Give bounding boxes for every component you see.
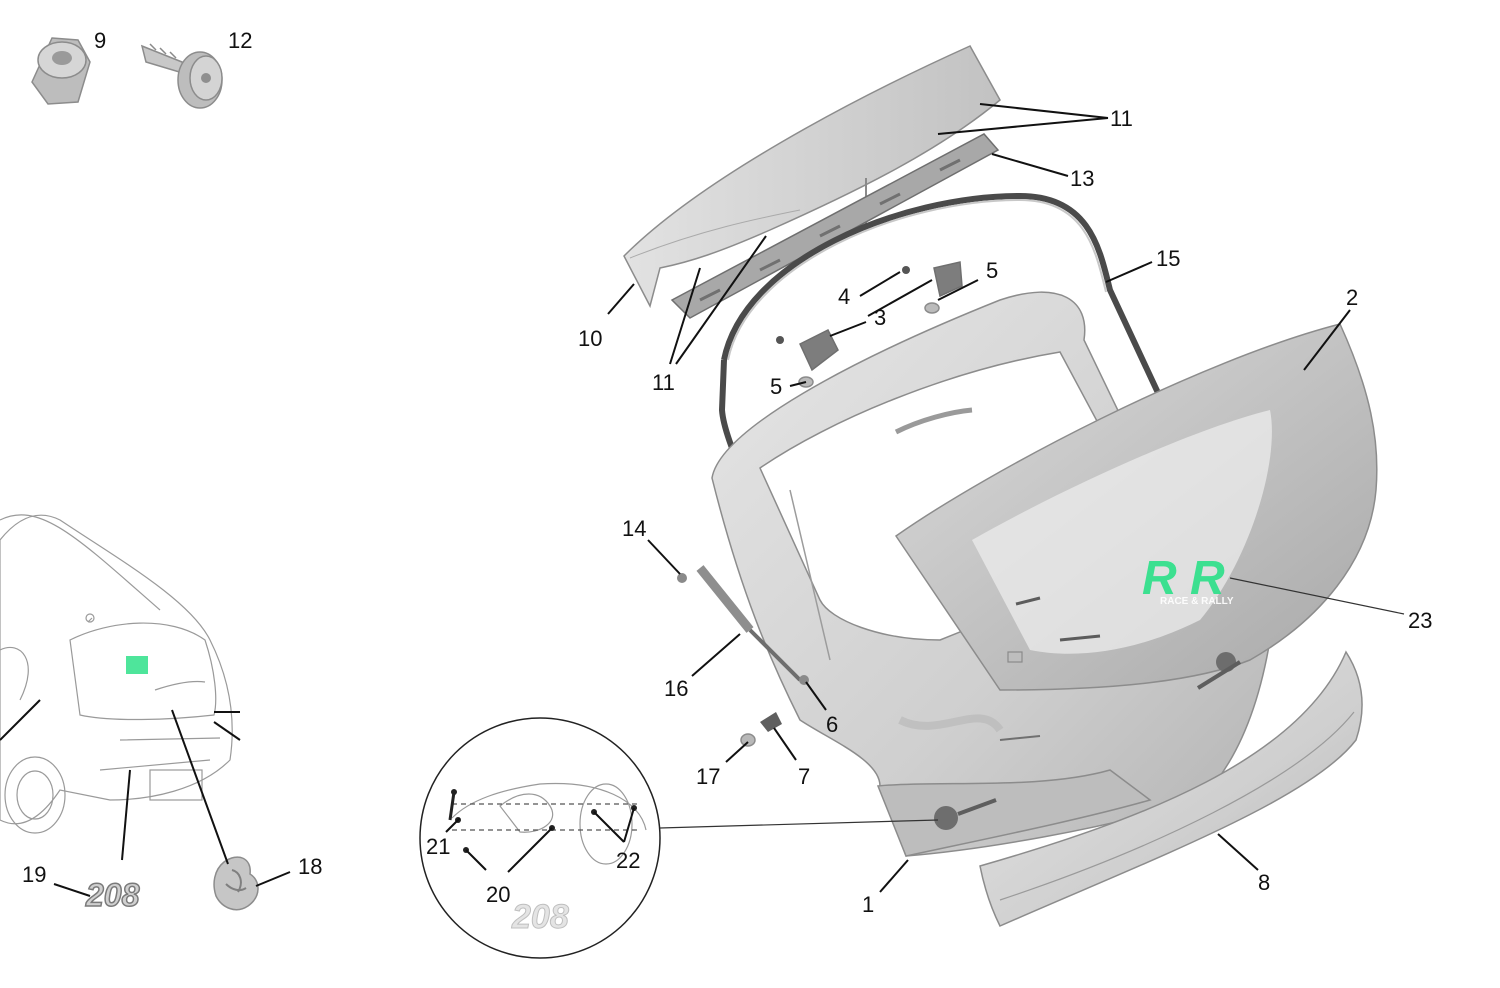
callout-4: 4: [838, 284, 850, 309]
callout-9: 9: [94, 28, 106, 53]
lower-trim-part: [979, 650, 1363, 927]
callout-21: 21: [426, 834, 450, 859]
screw-part: [140, 43, 223, 109]
callout-22: 22: [616, 848, 640, 873]
detail-inset: 208: [419, 717, 661, 959]
callout-1: 1: [862, 892, 874, 917]
callout-18: 18: [298, 854, 322, 879]
callout-2: 2: [1346, 285, 1358, 310]
callout-23: 23: [1408, 608, 1432, 633]
callout-20: 20: [486, 882, 510, 907]
car-rear-view-sketch: [0, 514, 233, 834]
race-rally-watermark: R R RACE & RALLY: [1142, 552, 1234, 607]
callout-14: 14: [622, 516, 646, 541]
callout-17: 17: [696, 764, 720, 789]
gas-strut-part: [677, 565, 809, 685]
detail-badge-text: 208: [511, 898, 569, 936]
lion-emblem-part: [213, 856, 259, 911]
callout-5-left: 5: [770, 374, 782, 399]
hinge-part: [776, 261, 963, 388]
third-brake-light-part: [670, 133, 1000, 319]
callout-8: 8: [1258, 870, 1270, 895]
callout-labels: 9 12 11 13 10 11 15 5 4 3 5 2 14 23 16 6…: [22, 28, 1432, 917]
callout-15: 15: [1156, 246, 1180, 271]
callout-11-top: 11: [1110, 106, 1133, 131]
callout-10: 10: [578, 326, 602, 351]
model-badge-part: 208: [84, 876, 140, 914]
watermark-tagline: RACE & RALLY: [1160, 596, 1234, 607]
callout-19: 19: [22, 862, 46, 887]
detail-connector-line: [659, 819, 939, 829]
model-badge-text: 208: [85, 877, 140, 913]
watermark-mark: R R: [1142, 552, 1225, 605]
lock-cylinder-part: [760, 712, 782, 732]
callout-12: 12: [228, 28, 252, 53]
leader-lines: [0, 103, 1405, 897]
glass-handle-part: [1196, 652, 1242, 690]
callout-3: 3: [874, 305, 886, 330]
rear-glass-part: [894, 323, 1378, 691]
callout-11-bottom: 11: [652, 370, 675, 395]
rear-spoiler-part: [623, 45, 1001, 309]
callout-6: 6: [826, 712, 838, 737]
callout-13: 13: [1070, 166, 1094, 191]
grommet-part: [740, 733, 756, 747]
callout-16: 16: [664, 676, 688, 701]
callout-5-right: 5: [986, 258, 998, 283]
callout-7: 7: [798, 764, 810, 789]
hex-nut-part: [31, 37, 91, 105]
